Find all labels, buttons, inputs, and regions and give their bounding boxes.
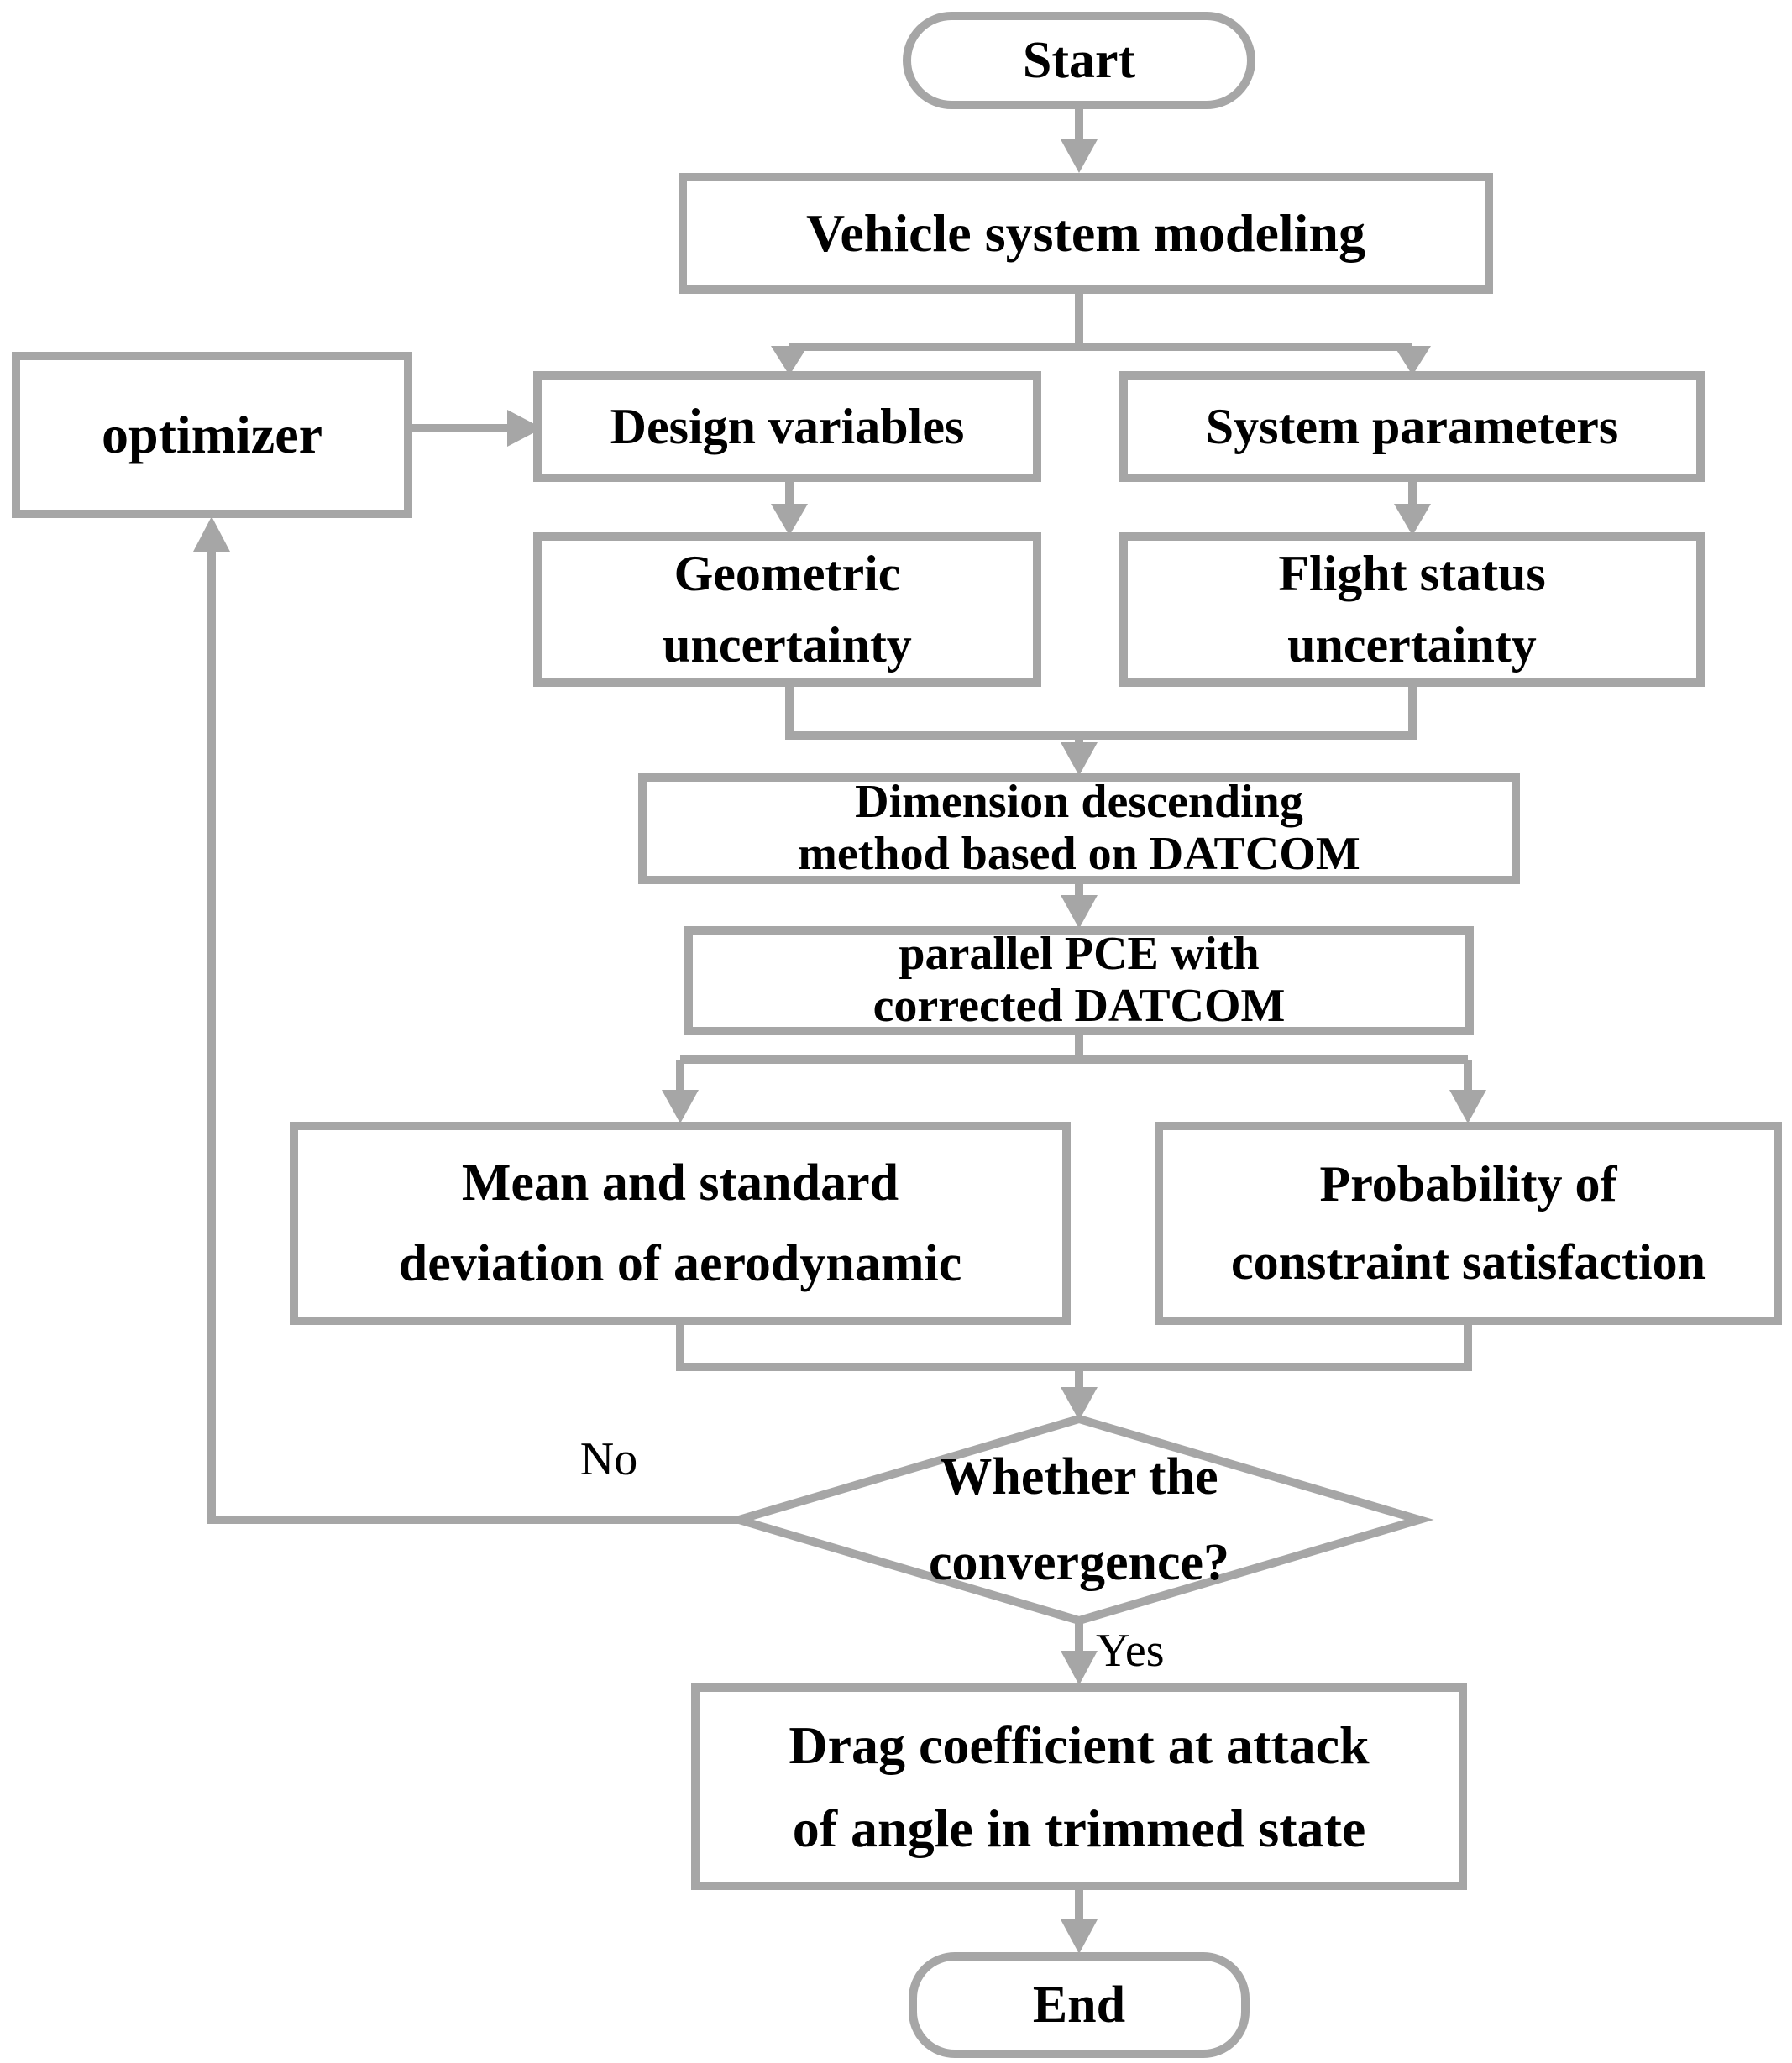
dimension-descending-node: Dimension descending method based on DAT… [638, 773, 1520, 884]
mean-std-aerodynamic-node: Mean and standard deviation of aerodynam… [290, 1122, 1071, 1325]
arrowhead-into-pce [1061, 895, 1098, 929]
arrowhead-into-geometric [771, 504, 808, 536]
decision-diamond-shape [724, 1414, 1434, 1626]
arrowhead-into-mean [662, 1090, 699, 1123]
arrowhead-into-design [771, 346, 808, 375]
parallel-pce-node: parallel PCE with corrected DATCOM [684, 926, 1474, 1035]
arrowhead-into-probability [1449, 1090, 1486, 1123]
edge-no-loop [207, 550, 739, 1524]
arrowheads [193, 139, 1486, 1954]
arrowhead-into-vehicle [1061, 139, 1098, 173]
arrowhead-into-end [1061, 1919, 1098, 1954]
convergence-decision-label: Whether the convergence? [928, 1448, 1230, 1591]
end-node: End [909, 1952, 1250, 2058]
arrowhead-into-flight [1394, 504, 1431, 536]
flight-status-uncertainty-node: Flight status uncertainty [1119, 532, 1705, 687]
arrowhead-into-optimizer [193, 516, 230, 552]
system-parameters-node: System parameters [1119, 371, 1705, 482]
design-variables-node: Design variables [533, 371, 1041, 482]
arrowhead-into-decision [1061, 1387, 1098, 1421]
arrowhead-into-dimension [1061, 742, 1098, 776]
optimizer-node: optimizer [12, 352, 412, 518]
geometric-uncertainty-node: Geometric uncertainty [533, 532, 1041, 687]
arrowhead-into-design-left [507, 410, 542, 447]
start-node: Start [903, 12, 1255, 109]
edge-label-no: No [579, 1433, 638, 1485]
edge-merge-results [676, 1322, 1472, 1371]
arrowhead-into-drag [1061, 1651, 1098, 1685]
edge-merge-uncertainty [785, 683, 1417, 740]
edge-label-yes: Yes [1096, 1625, 1165, 1677]
arrowhead-into-system [1394, 346, 1431, 375]
vehicle-system-modeling-node: Vehicle system modeling [679, 173, 1493, 294]
probability-constraint-node: Probability of constraint satisfaction [1155, 1122, 1782, 1325]
connector-lines [207, 107, 1472, 1921]
drag-coefficient-node: Drag coefficient at attack of angle in t… [691, 1683, 1467, 1890]
